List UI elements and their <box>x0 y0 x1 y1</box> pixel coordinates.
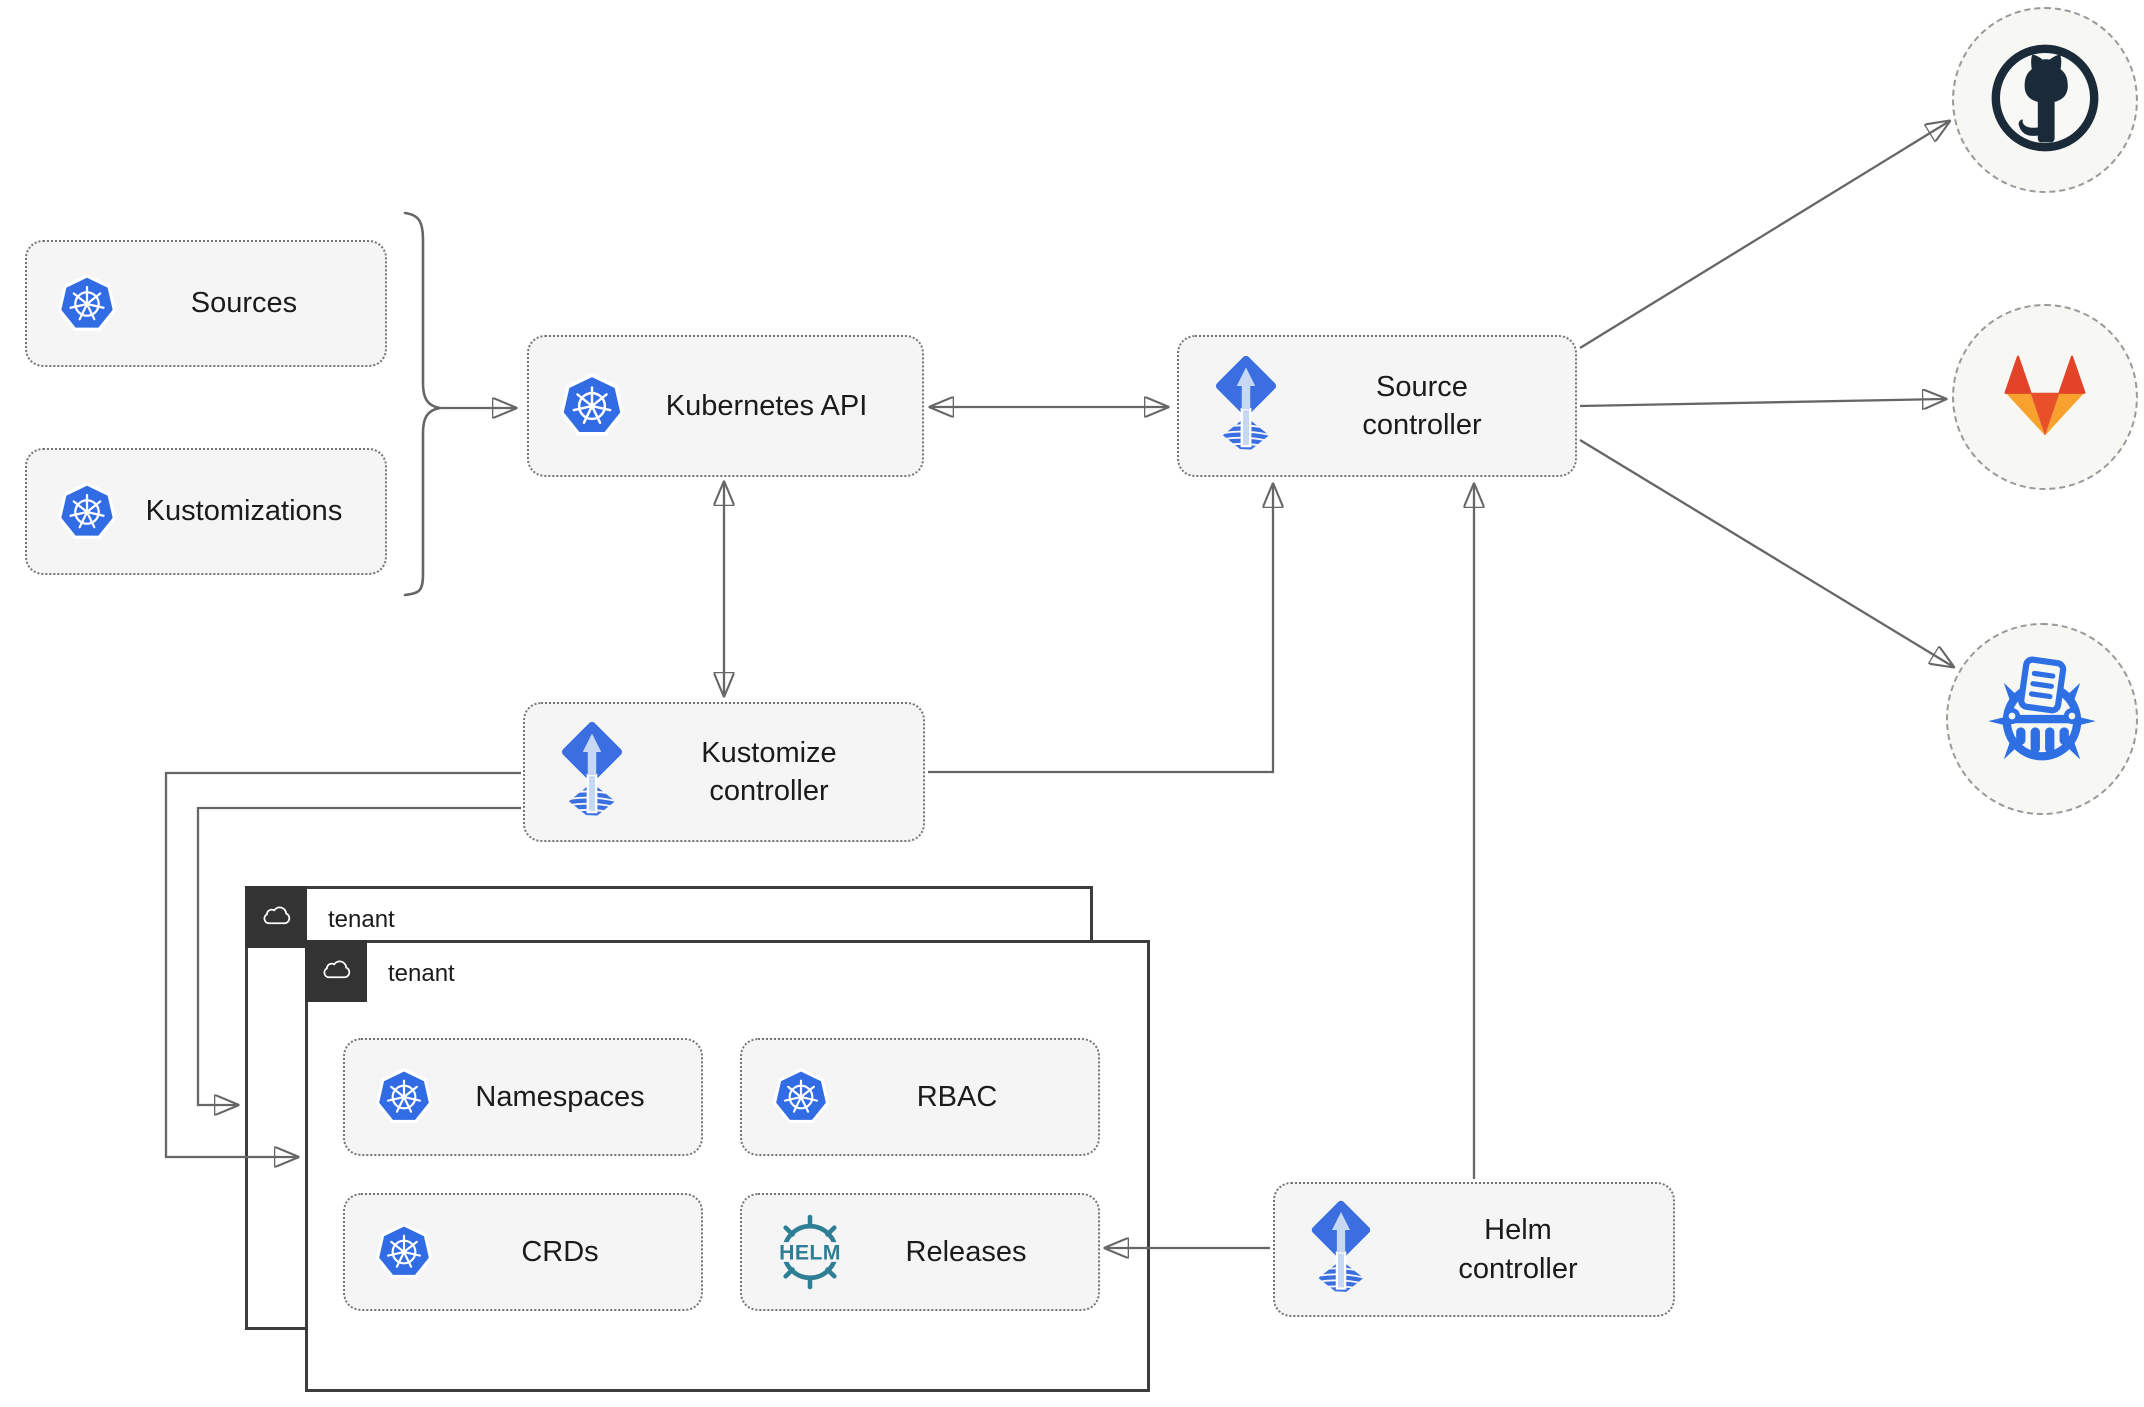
cloud-icon <box>257 902 295 933</box>
source-controller-label: Source controller <box>1362 370 1482 441</box>
releases-label: Releases <box>905 1235 1027 1268</box>
kubernetes-icon <box>57 273 117 334</box>
rbac-node: RBAC <box>740 1038 1100 1156</box>
tenant-box-front: tenant Namespaces <box>305 940 1150 1392</box>
bracket-sources-group <box>403 211 441 597</box>
kubernetes-icon <box>375 1223 433 1281</box>
github-endpoint <box>1952 7 2138 193</box>
kubernetes-icon <box>375 1068 433 1126</box>
namespaces-label: Namespaces <box>475 1080 645 1113</box>
namespaces-node: Namespaces <box>343 1038 703 1156</box>
kubernetes-api-node: Kubernetes API <box>527 335 924 477</box>
tenant-label: tenant <box>388 960 455 987</box>
tenant-header <box>305 940 367 1002</box>
github-icon <box>1985 38 2105 163</box>
gitlab-icon <box>1988 350 2102 445</box>
kubernetes-api-label: Kubernetes API <box>665 389 868 422</box>
source-controller-node: Source controller <box>1177 335 1577 477</box>
kubernetes-icon <box>772 1068 830 1126</box>
kubernetes-icon <box>559 373 625 439</box>
edge-source-to-gitlab <box>1579 399 1944 406</box>
sources-node: Sources <box>25 240 387 367</box>
helm-icon: HELM <box>772 1214 848 1290</box>
flux-icon <box>555 721 629 823</box>
helm-wordmark: HELM <box>779 1241 841 1265</box>
tenant-label: tenant <box>328 906 395 933</box>
flux-icon <box>1209 355 1283 457</box>
chartmuseum-icon <box>1980 655 2104 784</box>
releases-node: HELM Releases <box>740 1193 1100 1311</box>
helm-controller-node: Helm controller <box>1273 1182 1675 1317</box>
chartmuseum-endpoint <box>1946 623 2138 815</box>
kubernetes-icon <box>57 481 117 542</box>
kustomize-controller-label: Kustomize controller <box>701 736 837 807</box>
tenant-header <box>245 886 307 948</box>
edge-kustomize-to-source-controller <box>928 486 1273 774</box>
cloud-icon <box>317 956 355 987</box>
kustomize-controller-node: Kustomize controller <box>523 702 925 842</box>
kustomizations-label: Kustomizations <box>145 495 343 528</box>
sources-label: Sources <box>190 287 298 320</box>
kustomizations-node: Kustomizations <box>25 448 387 575</box>
gitlab-endpoint <box>1952 304 2138 490</box>
flux-icon <box>1305 1200 1377 1299</box>
crds-node: CRDs <box>343 1193 703 1311</box>
edge-source-to-github <box>1579 122 1948 349</box>
helm-controller-label: Helm controller <box>1458 1214 1578 1285</box>
rbac-label: RBAC <box>916 1080 998 1113</box>
edge-source-to-chartmuseum <box>1579 439 1952 666</box>
crds-label: CRDs <box>521 1235 599 1268</box>
